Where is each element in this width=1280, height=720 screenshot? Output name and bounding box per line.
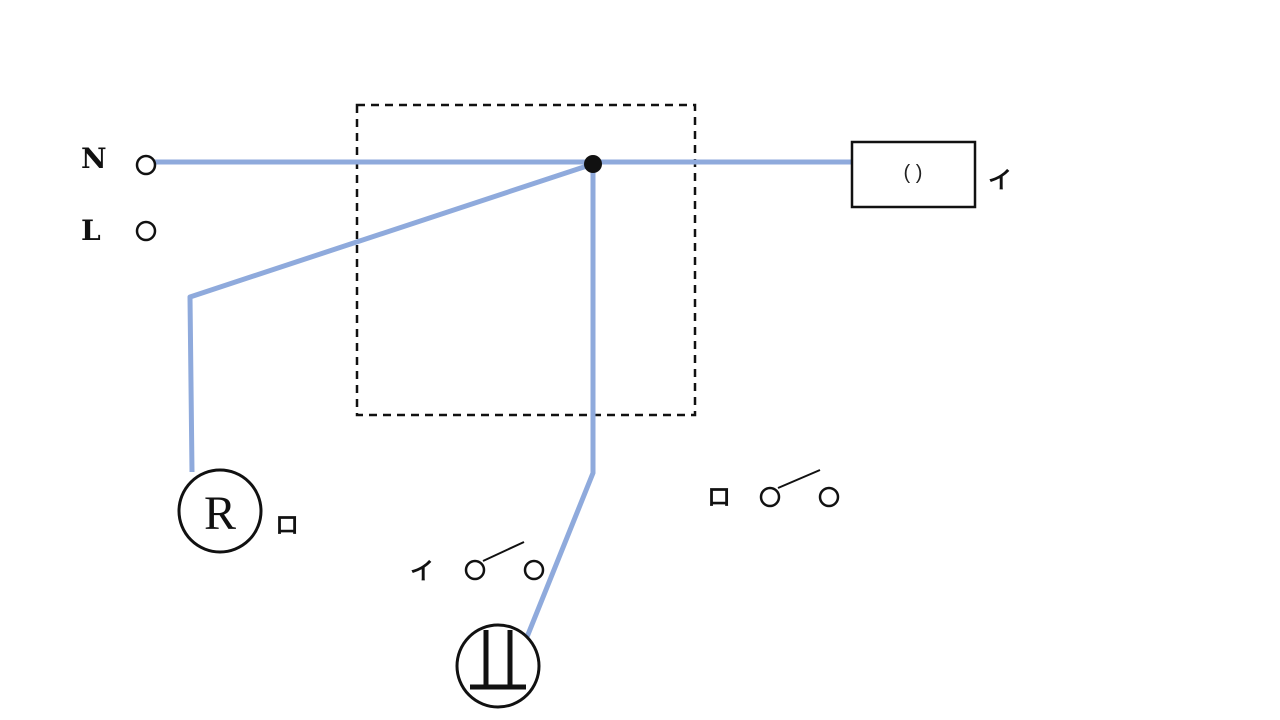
terminal-n-label: N <box>81 142 107 175</box>
terminal-n-circle <box>135 154 157 176</box>
terminal-l-label: L <box>81 214 101 247</box>
switch-i-terminal-left <box>464 559 486 581</box>
wire-junction-to-lamp <box>187 161 594 473</box>
wire-junction-to-outlet <box>524 164 596 638</box>
switch-i: イ <box>410 541 545 585</box>
switch-ro-lever <box>777 469 821 489</box>
lamp-r-label: ロ <box>275 511 299 539</box>
terminal-l-circle <box>135 220 157 242</box>
switch-ro-terminal-left <box>759 486 781 508</box>
lamp-r-letter: R <box>204 487 236 540</box>
outlet-circle <box>455 623 541 709</box>
switch-ro-terminal-right <box>818 486 840 508</box>
switch-ro-label: ロ <box>707 483 731 511</box>
switch-i-lever <box>482 541 525 562</box>
wires <box>152 159 853 638</box>
load-box-text: ( ) <box>904 162 923 184</box>
outlet-symbol <box>455 623 541 709</box>
load-box-label: イ <box>988 166 1012 194</box>
load-box <box>850 140 977 209</box>
switch-i-label: イ <box>410 557 434 585</box>
switch-i-terminal-right <box>523 559 545 581</box>
lamp-r-circle <box>177 468 263 554</box>
junction-dot <box>584 155 602 173</box>
switch-ro: ロ <box>707 469 840 511</box>
junction-box-outline <box>355 103 697 417</box>
